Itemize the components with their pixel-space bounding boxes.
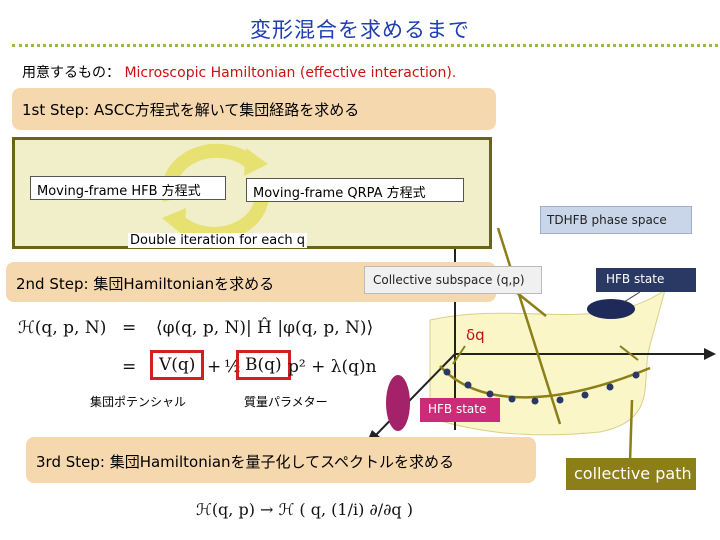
- potential-term: V(q): [150, 350, 205, 380]
- equals-sign-1: =: [122, 318, 137, 338]
- step3-band: [26, 437, 536, 483]
- callout-subspace: [515, 291, 547, 317]
- collective-potential-label: 集団ポテンシャル: [90, 395, 187, 409]
- delta-q-marker-2: [619, 345, 639, 361]
- preparation-content: Microscopic Hamiltonian (effective inter…: [124, 65, 457, 81]
- hfb-state-blob-blue: [587, 299, 635, 319]
- delta-q-label: δq: [466, 326, 485, 344]
- hfb-state-label-lower: HFB state: [420, 398, 500, 422]
- hfb-state-label-upper: HFB state: [596, 268, 696, 292]
- preparation-line: 用意するもの： Microscopic Hamiltonian (effecti…: [22, 62, 456, 82]
- step1-text: 1st Step: ASCC方程式を解いて集団経路を求める: [22, 101, 360, 119]
- quantization-formula: ℋ(q, p) → ℋ ( q, (1/i) ∂/∂q ): [196, 500, 413, 519]
- page-title: 変形混合を求めるまで: [250, 18, 470, 42]
- collective-subspace-label: Collective subspace (q,p): [364, 266, 542, 294]
- double-iteration-label: Double iteration for each q: [128, 233, 307, 248]
- collective-path-curve: [439, 365, 651, 399]
- expectation-value: ⟨φ(q, p, N)| Ĥ |φ(q, p, N)⟩: [156, 318, 374, 338]
- mass-parameter-label: 質量パラメター: [244, 395, 328, 409]
- moving-frame-hfb-box: Moving-frame HFB 方程式: [30, 176, 226, 200]
- kinetic-and-constraint: p² + λ(q)n: [288, 357, 377, 377]
- callout-path: [628, 399, 634, 463]
- collective-path-label: collective path: [566, 458, 696, 490]
- mass-term: B(q): [236, 350, 291, 380]
- moving-frame-qrpa-box: Moving-frame QRPA 方程式: [246, 178, 464, 202]
- step2-text: 2nd Step: 集団Hamiltonianを求める: [16, 275, 275, 293]
- equals-sign-2: =: [122, 357, 137, 377]
- collective-path-points: [443, 368, 640, 405]
- hfb-state-blob-magenta: [386, 375, 410, 431]
- tdhfb-phase-space-label: TDHFB phase space: [540, 206, 692, 234]
- preparation-prefix: 用意するもの：: [22, 65, 120, 81]
- plus-sign: +: [207, 357, 222, 377]
- delta-q-marker: [452, 345, 466, 365]
- callout-hfb1: [623, 291, 641, 303]
- hamiltonian-lhs: ℋ(q, p, N): [18, 318, 107, 338]
- step3-text: 3rd Step: 集団Hamiltonianを量子化してスペクトルを求める: [36, 453, 455, 471]
- step1-band: [12, 88, 496, 130]
- title-divider: [12, 44, 718, 47]
- horizontal-axis-arrow: [704, 348, 716, 360]
- callout-tdhfb: [496, 227, 562, 425]
